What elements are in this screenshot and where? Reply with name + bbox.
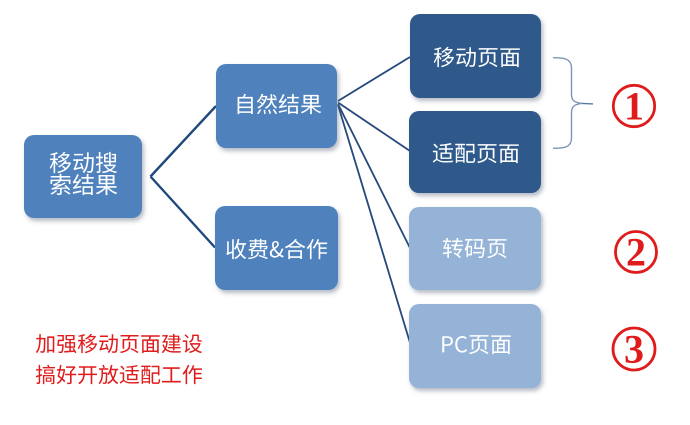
svg-text:2: 2 xyxy=(626,230,646,275)
svg-text:3: 3 xyxy=(624,327,644,372)
svg-text:1: 1 xyxy=(624,84,644,129)
